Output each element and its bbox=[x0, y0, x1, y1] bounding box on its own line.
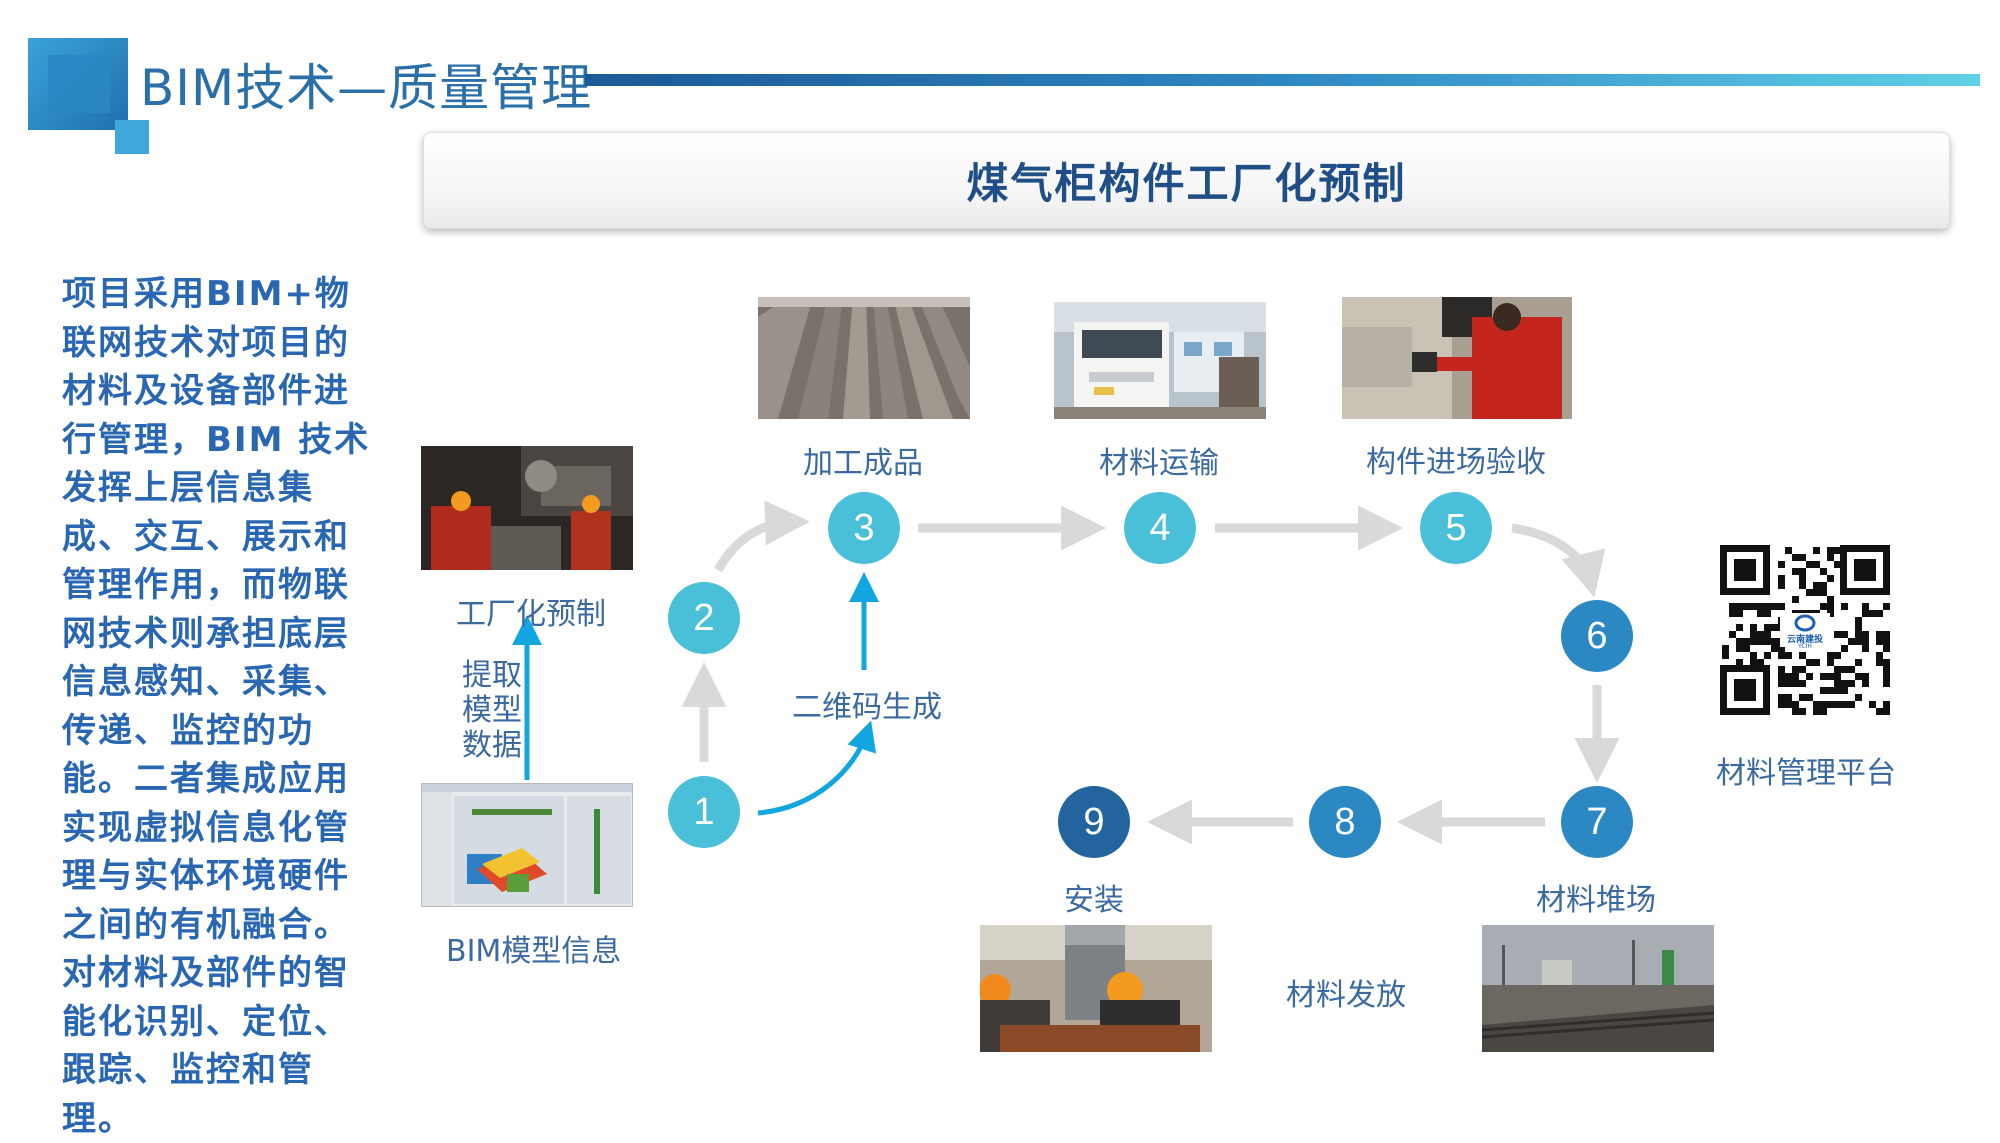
arrow-5-to-6 bbox=[1511, 523, 1606, 598]
photo-stockyard bbox=[1482, 925, 1714, 1052]
label-acceptance: 构件进场验收 bbox=[1366, 445, 1546, 480]
label-extract-1: 提取 bbox=[462, 658, 522, 693]
photo-transport-truck bbox=[1054, 302, 1266, 419]
logo-square-small bbox=[115, 120, 149, 154]
page-title: BIM技术—质量管理 bbox=[140, 59, 593, 117]
qr-badge-label: 云南建投 bbox=[1786, 635, 1823, 645]
description-text: 项目采用BIM+物联网技术对项目的材料及设备部件进行管理，BIM 技术发挥上层信… bbox=[62, 274, 371, 1139]
step-6: 6 bbox=[1561, 600, 1633, 672]
label-bim-model: BIM模型信息 bbox=[446, 934, 622, 969]
step-3: 3 bbox=[828, 492, 900, 564]
step-2: 2 bbox=[668, 582, 740, 654]
step-4: 4 bbox=[1124, 492, 1196, 564]
label-extract-3: 数据 bbox=[462, 728, 522, 763]
arrow-1-to-qr bbox=[757, 720, 877, 816]
label-stockyard: 材料堆场 bbox=[1536, 883, 1656, 918]
step-1: 1 bbox=[668, 776, 740, 848]
section-banner: 煤气柜构件工厂化预制 bbox=[423, 132, 1950, 229]
step-8: 8 bbox=[1309, 786, 1381, 858]
photo-inspection bbox=[1342, 297, 1572, 419]
step-9: 9 bbox=[1058, 786, 1130, 858]
label-platform: 材料管理平台 bbox=[1716, 756, 1896, 791]
qr-code: 云南建投 YCIH bbox=[1720, 545, 1890, 715]
banner-title: 煤气柜构件工厂化预制 bbox=[966, 159, 1407, 208]
label-extract-2: 模型 bbox=[462, 693, 522, 728]
logo-square-inner bbox=[48, 55, 110, 113]
photo-processed-beams bbox=[758, 297, 970, 419]
step-5: 5 bbox=[1420, 492, 1492, 564]
label-processed: 加工成品 bbox=[803, 446, 923, 481]
label-qr-gen: 二维码生成 bbox=[792, 690, 942, 725]
label-install: 安装 bbox=[1064, 883, 1124, 918]
photo-install bbox=[980, 925, 1212, 1052]
header-rule bbox=[585, 74, 1980, 86]
photo-factory bbox=[421, 446, 633, 570]
photo-bim-model bbox=[421, 783, 633, 907]
label-issue: 材料发放 bbox=[1286, 978, 1406, 1013]
qr-badge-sub: YCIH bbox=[1798, 643, 1812, 650]
label-factory: 工厂化预制 bbox=[456, 597, 606, 632]
step-7: 7 bbox=[1561, 786, 1633, 858]
arrow-2-to-3 bbox=[714, 500, 810, 573]
label-transport: 材料运输 bbox=[1099, 446, 1219, 481]
